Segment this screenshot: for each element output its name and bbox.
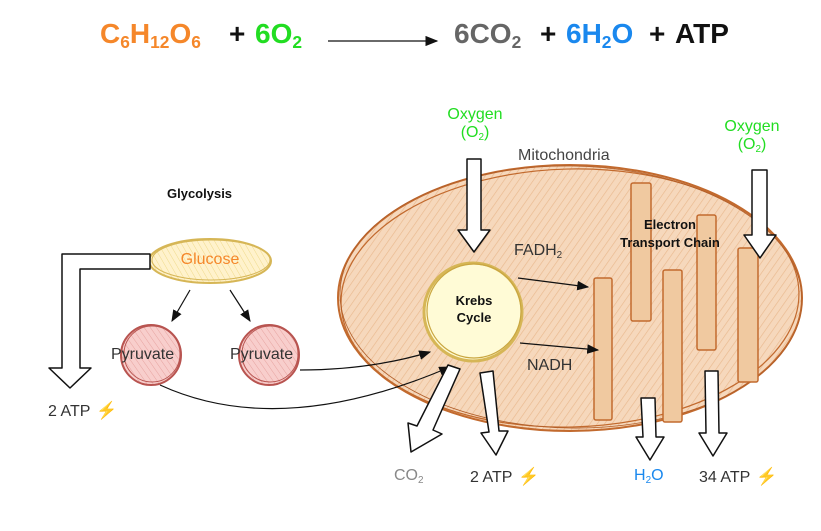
crista-5 [737, 247, 759, 383]
crista-4 [696, 214, 717, 351]
arrow-h2o [635, 397, 665, 461]
oxygen-right-label: Oxygen (O2) [724, 118, 780, 155]
crista-3 [662, 269, 683, 423]
glucose-ellipse [148, 238, 272, 284]
bolt-icon: ⚡ [518, 467, 540, 486]
arrow-co2 [407, 364, 461, 453]
pyruvate-left-label: Pyruvate [111, 346, 175, 363]
mitochondria-label: Mitochondria [518, 147, 610, 164]
fadh2-label: FADH2 [514, 242, 563, 261]
arrow-atp-etc [698, 370, 728, 457]
mitochondrion [337, 164, 803, 432]
etc-label: Electron Transport Chain [620, 217, 720, 250]
oxygen-left-label: Oxygen (O2) [447, 106, 503, 143]
crista-1 [593, 277, 613, 421]
equation-atp: ATP [675, 18, 729, 49]
equation-plus-2: + [540, 18, 557, 49]
bolt-icon: ⚡ [96, 401, 118, 420]
cristae [593, 182, 759, 423]
equation-co2: 6CO2 [454, 18, 522, 53]
nadh-label: NADH [527, 357, 573, 374]
arrow-atp-krebs [479, 370, 509, 456]
atp-krebs-label: 2 ATP⚡ [470, 467, 540, 486]
atp-glycolysis-label: 2 ATP⚡ [48, 401, 118, 420]
equation-oxygen: 6O2 [255, 18, 303, 53]
arrow-glucose-pyruvate-right [229, 289, 251, 323]
krebs-cycle-label: Krebs Cycle [455, 293, 493, 325]
arrow-nadh [519, 342, 600, 354]
h2o-output-label: H2O [634, 467, 664, 486]
crista-2 [630, 182, 652, 322]
co2-output-label: CO2 [394, 467, 424, 486]
pyruvate-circle-right [238, 324, 300, 386]
arrow-glucose-pyruvate-left [171, 289, 191, 323]
equation-plus-1: + [229, 18, 246, 49]
arrow-oxygen-left [457, 158, 491, 253]
equation-water: 6H2O [566, 18, 634, 53]
bolt-icon: ⚡ [756, 467, 778, 486]
arrow-glycolysis-atp [48, 253, 151, 389]
equation-glucose: C6H12O6 [100, 18, 201, 53]
arrow-oxygen-right [743, 169, 777, 259]
arrow-pyruvate-krebs-bottom [159, 366, 452, 410]
krebs-cycle-circle [422, 261, 524, 363]
equation-plus-3: + [649, 18, 666, 49]
atp-etc-label: 34 ATP⚡ [699, 467, 778, 486]
glucose-label: Glucose [180, 251, 240, 268]
arrow-fadh2 [517, 277, 590, 291]
pyruvate-circle-left [120, 324, 182, 386]
pyruvate-right-label: Pyruvate [230, 346, 294, 363]
arrow-pyruvate-krebs-top [299, 350, 432, 371]
glycolysis-label: Glycolysis [167, 186, 233, 201]
